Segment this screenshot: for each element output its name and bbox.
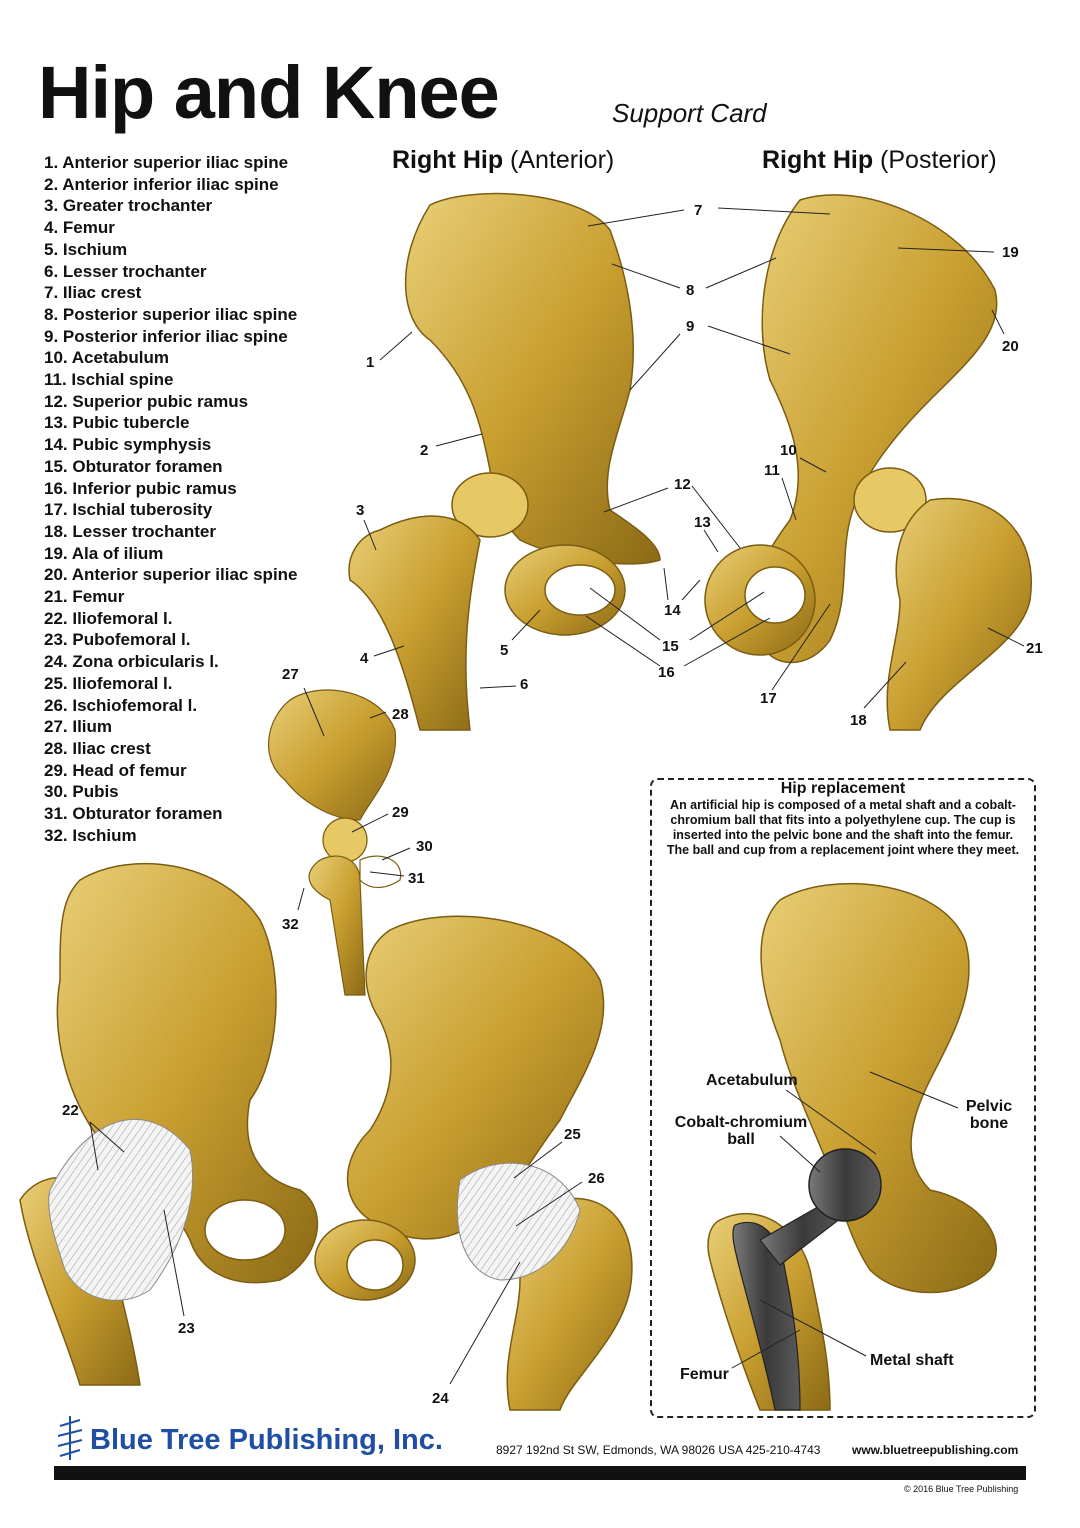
legend-item: 17. Ischial tuberosity (44, 500, 213, 520)
legend-item: 7. Iliac crest (44, 283, 142, 303)
callout-18: 18 (850, 712, 867, 729)
label-pelvic-line2: bone (969, 1115, 1009, 1132)
lateral-hip-illustration (267, 689, 402, 996)
callout-1: 1 (366, 354, 375, 371)
legend-item: 32. Ischium (44, 825, 137, 845)
label-ball-line1: Cobalt-chromium (674, 1114, 808, 1131)
callout-6: 6 (520, 676, 529, 693)
callout-2: 2 (420, 442, 429, 459)
legend-item: 26. Ischiofemoral l. (44, 695, 198, 715)
legend-item: 29. Head of femur (44, 760, 187, 780)
label-metal-shaft: Metal shaft (870, 1352, 954, 1369)
anatomy-legend: 1. Anterior superior iliac spine 2. Ante… (44, 152, 298, 847)
legend-item: 4. Femur (44, 218, 115, 238)
callout-26: 26 (588, 1170, 605, 1187)
publisher-address: 8927 192nd St SW, Edmonds, WA 98026 USA … (496, 1443, 821, 1457)
callout-30: 30 (416, 838, 433, 855)
page-subtitle: Support Card (612, 98, 767, 128)
legend-item: 16. Inferior pubic ramus (44, 478, 237, 498)
view-title-posterior: Right Hip (Posterior) (762, 146, 997, 175)
leader-lines (89, 207, 1025, 1385)
callout-20: 20 (1002, 338, 1019, 355)
callout-4: 4 (360, 650, 369, 667)
ligaments-illustration-right (314, 915, 633, 1411)
page-title: Hip and Knee (38, 51, 500, 134)
legend-item: 13. Pubic tubercle (44, 413, 190, 433)
legend-item: 21. Femur (44, 587, 125, 607)
legend-item: 6. Lesser trochanter (44, 261, 207, 281)
callout-22: 22 (62, 1102, 79, 1119)
label-acetabulum: Acetabulum (706, 1072, 798, 1089)
ligaments-illustration-left (19, 862, 319, 1386)
callout-16: 16 (658, 664, 675, 681)
callout-12: 12 (674, 476, 691, 493)
callout-15: 15 (662, 638, 679, 655)
callout-10: 10 (780, 442, 797, 459)
hip-replacement-description: An artificial hip is composed of a metal… (666, 798, 1020, 857)
callout-31: 31 (408, 870, 425, 887)
callout-24: 24 (432, 1390, 449, 1407)
callout-5: 5 (500, 642, 509, 659)
callout-7: 7 (694, 202, 703, 219)
label-pelvic-bone: Pelvic bone (958, 1098, 1020, 1132)
hip-replacement-illustration (707, 882, 997, 1411)
legend-item: 30. Pubis (44, 782, 119, 802)
callout-11: 11 (764, 462, 780, 479)
legend-item: 2. Anterior inferior iliac spine (44, 174, 279, 194)
footer-bar (54, 1466, 1026, 1480)
legend-item: 8. Posterior superior iliac spine (44, 304, 298, 324)
legend-item: 9. Posterior inferior iliac spine (44, 326, 288, 346)
callout-3: 3 (356, 502, 365, 519)
legend-item: 3. Greater trochanter (44, 196, 213, 216)
right-hip-posterior-illustration (704, 194, 1032, 731)
label-ball-line2: ball (727, 1131, 755, 1148)
view-title-anterior-light: (Anterior) (510, 146, 615, 174)
view-title-posterior-bold: Right Hip (762, 146, 874, 174)
callout-27: 27 (282, 666, 299, 683)
view-title-anterior: Right Hip (Anterior) (392, 146, 614, 175)
callout-23: 23 (178, 1320, 195, 1337)
tree-logo-icon (57, 1416, 83, 1460)
legend-item: 25. Iliofemoral l. (44, 673, 173, 693)
legend-item: 28. Iliac crest (44, 738, 151, 758)
callout-19: 19 (1002, 244, 1019, 261)
legend-item: 20. Anterior superior iliac spine (44, 565, 298, 585)
callout-9: 9 (686, 318, 695, 335)
callout-8: 8 (686, 282, 695, 299)
legend-item: 24. Zona orbicularis l. (44, 652, 219, 672)
callout-14: 14 (664, 602, 681, 619)
legend-item: 15. Obturator foramen (44, 456, 223, 476)
legend-item: 1. Anterior superior iliac spine (44, 153, 289, 172)
legend-item: 19. Ala of ilium (44, 543, 164, 563)
label-cobalt-chromium-ball: Cobalt-chromium ball (666, 1114, 816, 1148)
copyright-notice: © 2016 Blue Tree Publishing (904, 1484, 1019, 1494)
callout-25: 25 (564, 1126, 581, 1143)
label-pelvic-line1: Pelvic (965, 1098, 1013, 1115)
legend-item: 10. Acetabulum (44, 348, 170, 368)
callout-21: 21 (1026, 640, 1043, 657)
legend-item: 27. Ilium (44, 717, 113, 737)
right-hip-anterior-illustration (348, 192, 661, 731)
legend-item: 5. Ischium (44, 239, 128, 259)
hip-replacement-title: Hip replacement (780, 780, 906, 797)
publisher-website: www.bluetreepublishing.com (852, 1443, 1019, 1457)
legend-item: 18. Lesser trochanter (44, 521, 216, 541)
legend-item: 22. Iliofemoral l. (44, 608, 173, 628)
view-title-posterior-light: (Posterior) (880, 146, 997, 174)
publisher-name: Blue Tree Publishing, Inc. (90, 1424, 443, 1456)
legend-item: 31. Obturator foramen (44, 804, 223, 824)
callout-17: 17 (760, 690, 777, 707)
callout-32: 32 (282, 916, 299, 933)
view-title-anterior-bold: Right Hip (392, 146, 504, 174)
legend-item: 12. Superior pubic ramus (44, 391, 249, 411)
callout-13: 13 (694, 514, 711, 531)
hip-replacement-box (650, 778, 1036, 1418)
legend-item: 14. Pubic symphysis (44, 435, 212, 455)
label-femur: Femur (680, 1366, 729, 1383)
legend-item: 23. Pubofemoral l. (44, 630, 191, 650)
callout-29: 29 (392, 804, 409, 821)
legend-item: 11. Ischial spine (44, 370, 174, 390)
callout-28: 28 (392, 706, 409, 723)
